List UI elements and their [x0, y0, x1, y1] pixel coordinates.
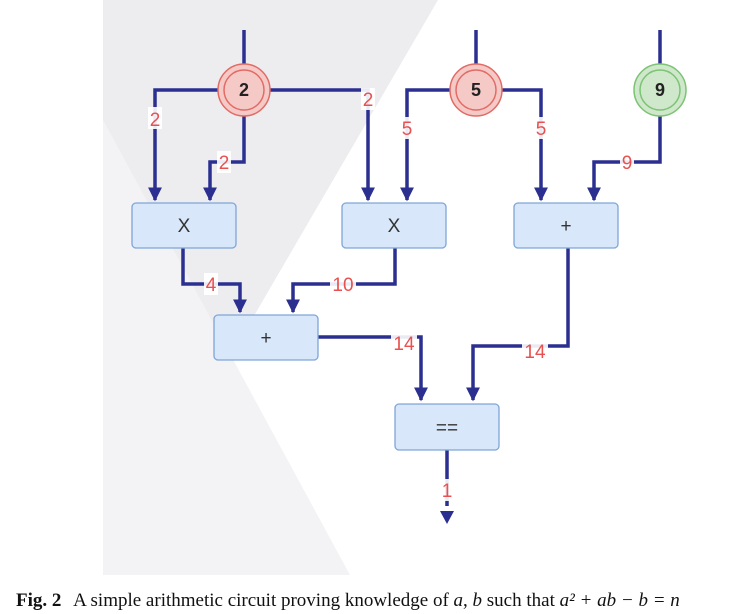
edge-label-a-mult2: 2	[363, 90, 374, 111]
caption-text: A simple arithmetic circuit proving know…	[73, 590, 449, 611]
caption-equation: a² + ab − b = n	[559, 590, 680, 611]
gate-add-mid-label: +	[260, 328, 271, 349]
edge-label-equals-out: 1	[442, 481, 453, 502]
edge-label-add-right-out: 14	[524, 342, 546, 363]
edge-label-a-mult1-left: 2	[150, 110, 161, 131]
input-node-b: 5	[449, 63, 503, 117]
edge-b-to-add-right	[502, 88, 548, 202]
figure-caption: Fig. 2 A simple arithmetic circuit provi…	[16, 590, 680, 612]
output-arrowhead	[440, 511, 454, 524]
edge-add-mid-to-equals	[318, 335, 428, 402]
caption-such-that: such that	[486, 590, 555, 611]
gate-add-right: +	[513, 202, 619, 249]
caption-var-a: a	[453, 590, 464, 611]
input-b-label: 5	[471, 80, 481, 100]
gate-mult1-label: X	[178, 216, 191, 237]
caption-comma: ,	[463, 590, 468, 611]
gate-equals-label: ==	[436, 418, 458, 439]
edge-label-mult2-out: 10	[332, 275, 353, 296]
gate-mult2-label: X	[388, 216, 401, 237]
input-node-n: 9	[633, 63, 687, 117]
caption-var-b: b	[472, 590, 483, 611]
edge-a-to-mult1-left	[148, 88, 218, 202]
edge-label-add-mid-out: 14	[393, 334, 415, 355]
input-a-label: 2	[239, 80, 249, 100]
gate-mult1: X	[131, 202, 237, 249]
edge-b-to-mult2	[400, 88, 450, 202]
caption-fig-label: Fig. 2	[16, 590, 62, 611]
input-node-a: 2	[217, 63, 271, 117]
input-n-label: 9	[655, 80, 665, 100]
gate-add-mid: +	[213, 314, 319, 361]
edge-label-b-add-right: 5	[536, 119, 547, 140]
arithmetic-circuit-diagram: 2 2 2 5 5 9 4 10 14 14 1 2 5 9	[103, 0, 687, 575]
gate-add-right-label: +	[560, 216, 571, 237]
edge-label-a-mult1-right: 2	[219, 153, 230, 174]
edge-label-n-add-right: 9	[622, 153, 633, 174]
edge-label-mult1-out: 4	[206, 275, 217, 296]
edge-add-right-to-equals	[466, 248, 570, 402]
edge-label-b-mult2: 5	[402, 119, 413, 140]
gate-equals: ==	[394, 403, 500, 451]
edge-label-group: 2 2 2 5 5 9 4 10 14 14 1	[148, 88, 634, 502]
gate-mult2: X	[341, 202, 447, 249]
